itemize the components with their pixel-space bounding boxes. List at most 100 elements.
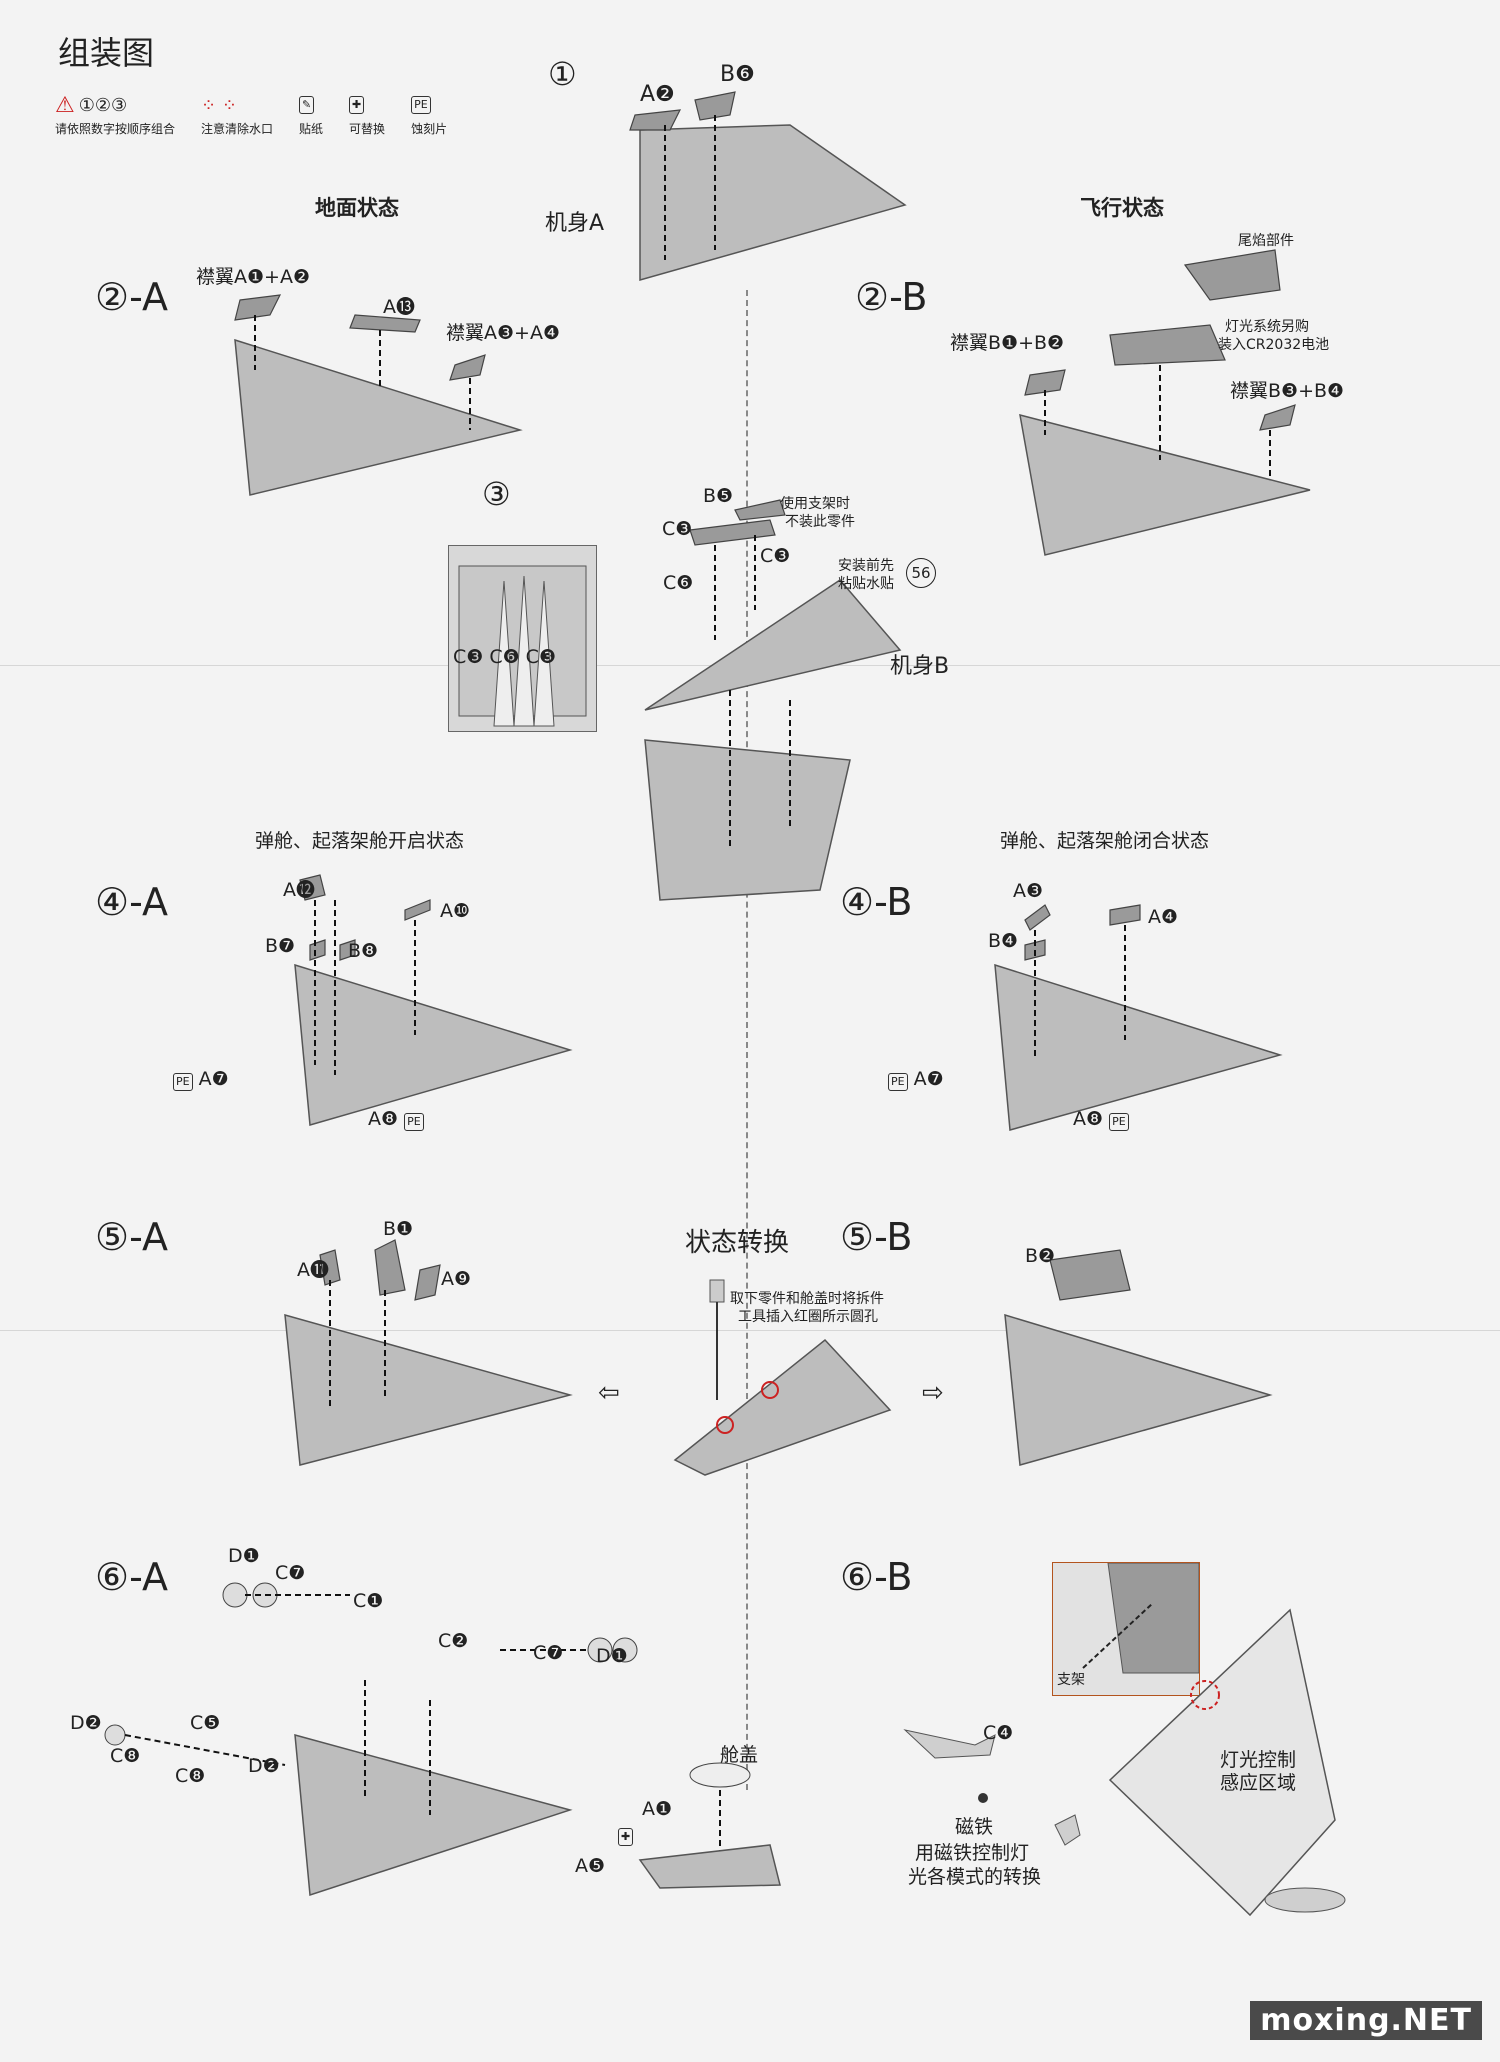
part-label: C❻ — [663, 572, 694, 594]
part-label: C❹ — [983, 1722, 1014, 1744]
part-label: B❹ — [988, 930, 1019, 952]
part-label: C❶ — [353, 1590, 384, 1612]
rear-gear-parts — [104, 1724, 286, 1766]
legend-text: 注意清除水口 — [201, 122, 274, 136]
part-label: 襟翼B❸+B❹ — [1230, 380, 1345, 402]
part-label: A❿ — [440, 900, 471, 922]
part-label: D❷ — [248, 1755, 280, 1777]
part-label: 尾焰部件 — [1238, 233, 1294, 249]
canopy-label: 舱盖 — [720, 1744, 759, 1766]
step-4b: ④-B — [840, 880, 913, 924]
note: 装入CR2032电池 — [1218, 337, 1330, 353]
part-label: C❸ — [662, 518, 693, 540]
legend-item: ⚠①②③ 请依照数字按顺序组合 — [55, 92, 175, 137]
part-label: C❽ — [175, 1765, 206, 1787]
fuselage-a-label: 机身A — [545, 211, 605, 236]
note: 不装此零件 — [785, 514, 855, 530]
step6a-diagram — [294, 1680, 573, 1897]
legend-item: ✎贴纸 — [299, 92, 323, 137]
legend: ⚠①②③ 请依照数字按顺序组合 ⁘ ⁘ 注意清除水口 ✎贴纸 ✚ 可替换 PE 蚀刻片 — [55, 92, 447, 137]
detail-inset: C❸ C❻ C❸ — [448, 545, 597, 732]
header-bay-closed: 弹舱、起落架舱闭合状态 — [1000, 830, 1210, 852]
legend-text: 可替换 — [349, 122, 386, 136]
replaceable-icon: ✚ — [349, 92, 365, 118]
step-2a: ②-A — [95, 275, 168, 319]
part-label: B❶ — [383, 1218, 414, 1240]
arrow-right-icon: ⇨ — [922, 1378, 944, 1408]
part-label: A❾ — [441, 1268, 472, 1290]
magnet-label: 磁铁 — [955, 1816, 994, 1838]
part-label: C❸ — [760, 545, 791, 567]
note: 灯光系统另购 — [1225, 319, 1309, 335]
part-label: 襟翼A❶+A❷ — [196, 266, 310, 288]
part-label: D❷ — [70, 1712, 102, 1734]
part-label: D❶ — [596, 1645, 628, 1667]
header-flight: 飞行状态 — [1080, 196, 1164, 220]
warning-order-icon: ⚠①②③ — [55, 92, 128, 118]
stand-detail-icon — [1082, 1563, 1199, 1674]
replaceable-icon: ✚ — [618, 1828, 634, 1846]
header-ground: 地面状态 — [315, 196, 399, 220]
stand-inset: 支架 — [1052, 1562, 1200, 1696]
page-title: 组装图 — [58, 34, 155, 72]
part-label: A❷ — [640, 82, 675, 107]
note: 工具插入红圈所示圆孔 — [738, 1309, 878, 1325]
watermark: moxing.NET — [1250, 2001, 1482, 2040]
part-label: B❻ — [720, 62, 755, 87]
step5b-diagram — [1004, 1249, 1273, 1466]
main-gear-parts — [500, 1637, 638, 1663]
pe-icon: PE — [1109, 1113, 1129, 1131]
magnet-jet-diagram — [903, 1729, 1081, 1846]
step-1: ① — [548, 55, 577, 93]
note: 感应区域 — [1220, 1772, 1297, 1794]
step-4a: ④-A — [95, 880, 168, 924]
arrow-left-icon: ⇦ — [598, 1378, 620, 1408]
pe-part-a8: A❽ PE — [1073, 1108, 1129, 1131]
part-label: A❽ — [368, 1108, 399, 1130]
fuselage-b-diagram — [644, 499, 902, 901]
part-label: C❷ — [438, 1630, 469, 1652]
note: 灯光控制 — [1220, 1749, 1297, 1771]
switch-diagram — [673, 1279, 892, 1476]
part-label: B❺ — [703, 485, 734, 507]
part-label: A❼ — [198, 1068, 229, 1090]
header-switch: 状态转换 — [685, 1228, 790, 1258]
part-label: A❸ — [1013, 880, 1044, 902]
part-label: 襟翼A❸+A❹ — [446, 322, 560, 344]
legend-text: 蚀刻片 — [411, 122, 448, 136]
part-label: C❼ — [275, 1562, 306, 1584]
decal-number: 56 — [906, 558, 936, 588]
step2b-diagram — [1019, 249, 1311, 556]
fuselage-b-label: 机身B — [890, 654, 950, 679]
note: 粘贴水贴 — [838, 576, 894, 592]
header-bay-open: 弹舱、起落架舱开启状态 — [255, 830, 465, 852]
pe-icon: PE — [411, 92, 431, 118]
step-6b: ⑥-B — [840, 1555, 913, 1599]
part-label: C❸ C❻ C❸ — [453, 646, 556, 668]
pe-icon: PE — [173, 1073, 193, 1091]
part-label: A❽ — [1073, 1108, 1104, 1130]
canopy-diagram — [638, 1762, 781, 1889]
fold-line — [0, 1330, 1500, 1331]
part-label: C❽ — [110, 1745, 141, 1767]
legend-text: 贴纸 — [299, 122, 324, 136]
pe-icon: PE — [888, 1073, 908, 1091]
part-label: C❺ — [190, 1712, 221, 1734]
note: 使用支架时 — [780, 496, 850, 512]
flight-stand-diagram — [1108, 1608, 1346, 1917]
part-label: C❼ — [533, 1642, 564, 1664]
step-5b: ⑤-B — [840, 1215, 913, 1259]
step-6a: ⑥-A — [95, 1555, 168, 1599]
step5a-diagram — [284, 1239, 573, 1466]
step-5a: ⑤-A — [95, 1215, 168, 1259]
part-label: 襟翼B❶+B❷ — [950, 332, 1065, 354]
note: 用磁铁控制灯 — [915, 1842, 1030, 1864]
note: 安装前先 — [838, 558, 894, 574]
legend-text: 请依照数字按顺序组合 — [55, 122, 176, 136]
sprue-cut-icon: ⁘ ⁘ — [201, 94, 237, 116]
step4b-diagram — [994, 904, 1283, 1131]
step2a-diagram — [234, 294, 523, 496]
nose-gear-parts — [222, 1582, 350, 1608]
part-label: A❹ — [1148, 906, 1179, 928]
step-3: ③ — [482, 475, 511, 513]
